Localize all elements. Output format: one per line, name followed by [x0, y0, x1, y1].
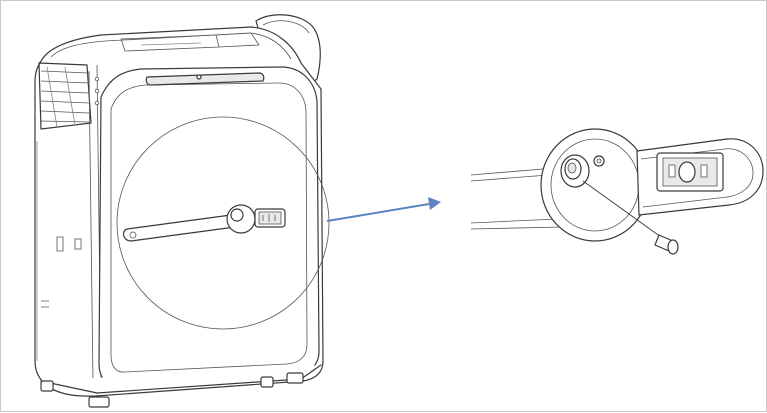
wheel-icon — [40, 372, 304, 408]
pointer-arrow-icon — [326, 197, 441, 222]
drain-slot-icon — [122, 204, 286, 242]
drain-plug-detail-icon — [470, 128, 764, 242]
screw-icon — [654, 234, 679, 255]
magnifier-circle-icon — [116, 116, 330, 330]
side-vent-icon — [38, 62, 92, 130]
